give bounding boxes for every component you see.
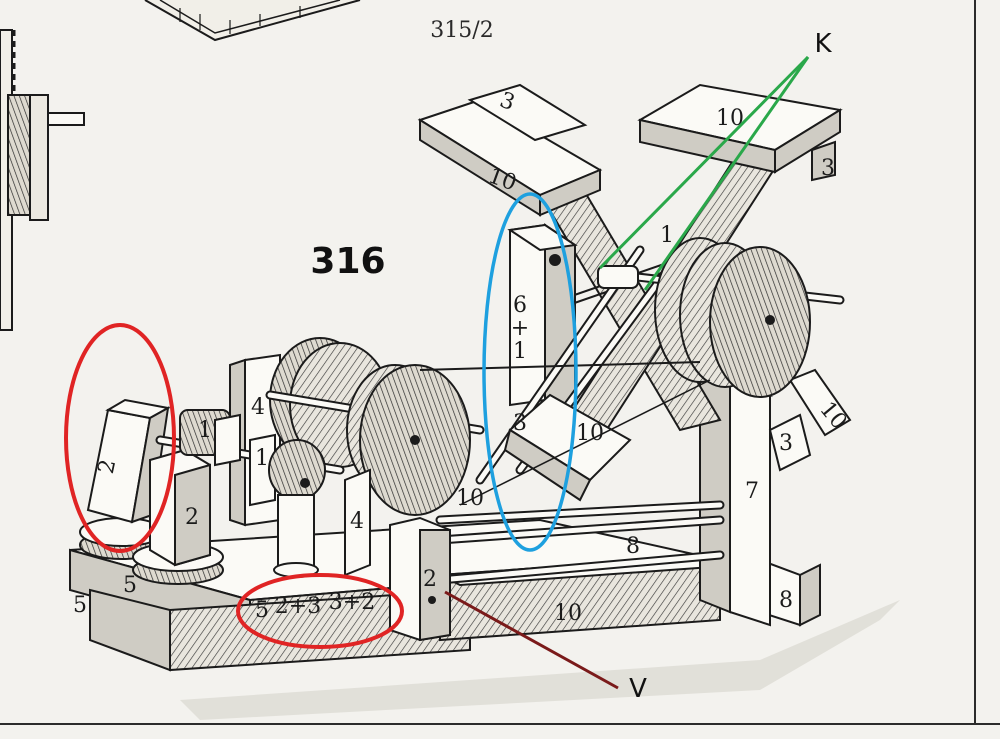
label-right-small: 3 [779, 431, 793, 456]
k-label: K [814, 29, 832, 59]
upright-4-lower [344, 468, 371, 577]
label-base-strip-3: 3+2 [329, 590, 375, 615]
right-side-plate [768, 368, 852, 472]
page-label: 315/2 [430, 18, 493, 43]
label-rail-front: 10 [554, 601, 582, 626]
right-pulleys [597, 237, 845, 398]
left-mechanism [79, 398, 345, 585]
middle-plate [503, 393, 632, 502]
blue-highlight-ellipse [482, 192, 578, 552]
label-right-base: 8 [779, 588, 793, 613]
center-pulleys [229, 337, 711, 527]
label-base-left-2: 5 [123, 573, 137, 598]
left-gear-fragment [0, 29, 85, 331]
label-middle-plate-small: 3 [513, 411, 527, 436]
label-circled-block: 2 [94, 457, 121, 476]
green-pointer-lines [598, 55, 810, 291]
label-base-strip-2: 2+3 [275, 594, 321, 619]
label-rail: 10 [456, 486, 484, 511]
top-left-plate [417, 83, 603, 217]
label-block-2: 2 [185, 505, 199, 530]
label-upright-left-lower: 4 [350, 509, 364, 534]
front-rails [435, 500, 725, 585]
top-right-plate [637, 83, 843, 182]
v-label: V [629, 674, 647, 704]
label-base-left: 5 [73, 593, 87, 618]
label-upright-middle: 6+1 [511, 293, 529, 364]
label-spacer: 8 [626, 534, 640, 559]
label-small-block-1: 1 [198, 418, 212, 443]
label-middle-plate: 10 [576, 421, 604, 446]
front-post [389, 516, 451, 642]
label-base-strip-1: 5 [255, 598, 269, 623]
label-upright-left: 4 [251, 395, 265, 420]
red-highlight-ellipse-base [236, 573, 404, 649]
red-highlight-ellipse-left [64, 323, 176, 553]
maroon-pointer-line [444, 590, 619, 690]
label-front-post: 2 [423, 567, 437, 592]
label-small-block-1b: 1 [255, 446, 269, 471]
label-axle-cross: 1 [660, 223, 674, 248]
label-top-right-side: 3 [821, 156, 835, 181]
model-number: 316 [310, 241, 385, 282]
previous-model-fragment [144, 0, 361, 42]
label-right-upright: 7 [745, 479, 759, 504]
